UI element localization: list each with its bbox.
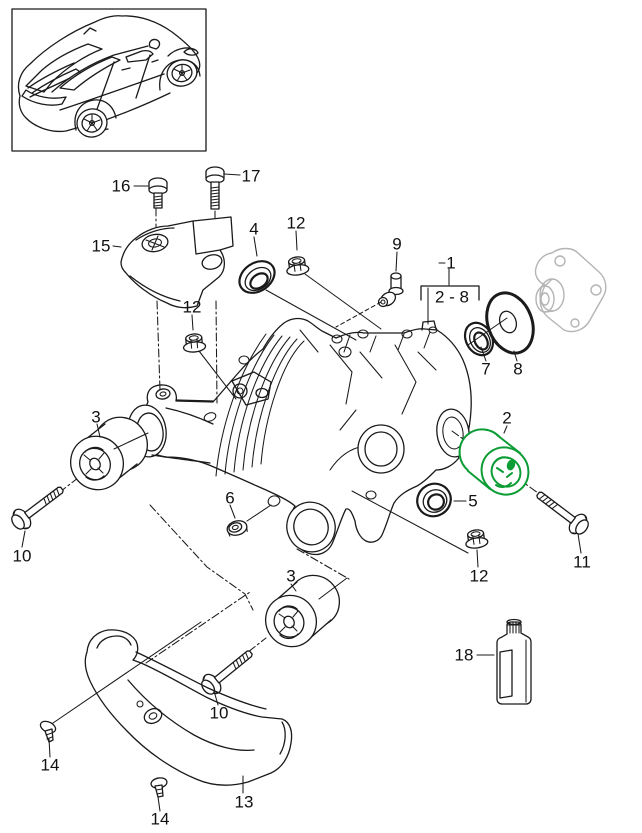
part-bushing-2-selected[interactable] bbox=[450, 420, 538, 504]
part-label-10a[interactable]: 10 bbox=[12, 546, 32, 566]
rear-wheel bbox=[76, 108, 108, 138]
front-wheel bbox=[166, 59, 198, 87]
part-bushing-3-upper[interactable] bbox=[60, 407, 158, 500]
part-bolt-16[interactable] bbox=[148, 177, 168, 209]
part-label-7[interactable]: 7 bbox=[481, 359, 491, 379]
part-label-5[interactable]: 5 bbox=[468, 491, 478, 511]
part-bushing-3-lower[interactable] bbox=[255, 565, 349, 657]
part-label-2[interactable]: 2 bbox=[502, 408, 512, 428]
part-cover-13[interactable] bbox=[84, 629, 293, 786]
part-oil-bottle-18[interactable] bbox=[496, 618, 532, 705]
part-screw-14-left[interactable] bbox=[39, 719, 58, 743]
part-label-15[interactable]: 15 bbox=[91, 236, 111, 256]
part-speed-sensor-9[interactable] bbox=[377, 272, 404, 309]
part-bolt-17[interactable] bbox=[205, 166, 225, 210]
part-screw-14-bottom[interactable] bbox=[150, 777, 168, 798]
part-bolt-11[interactable] bbox=[531, 485, 592, 539]
part-label-16[interactable]: 16 bbox=[111, 176, 131, 196]
part-label-14a[interactable]: 14 bbox=[40, 755, 60, 775]
part-nut-12-top[interactable] bbox=[285, 256, 310, 277]
part-label-6[interactable]: 6 bbox=[225, 488, 235, 508]
part-nut-12-mid[interactable] bbox=[182, 333, 207, 353]
ghost-drive-flange bbox=[534, 247, 607, 333]
part-label-11[interactable]: 11 bbox=[573, 552, 591, 572]
part-support-bracket[interactable] bbox=[120, 216, 234, 309]
part-label-13[interactable]: 13 bbox=[234, 792, 254, 812]
part-label-9[interactable]: 9 bbox=[392, 234, 402, 254]
part-label-8[interactable]: 8 bbox=[513, 359, 523, 379]
part-label-12a[interactable]: 12 bbox=[286, 213, 306, 233]
part-label-14b[interactable]: 14 bbox=[150, 809, 170, 829]
part-seal-5[interactable] bbox=[411, 478, 456, 523]
part-label-3b[interactable]: 3 bbox=[286, 566, 296, 586]
part-label-4[interactable]: 4 bbox=[249, 219, 259, 239]
part-seal-4[interactable] bbox=[233, 255, 280, 300]
part-label-18[interactable]: 18 bbox=[454, 645, 474, 665]
part-label-3a[interactable]: 3 bbox=[91, 407, 101, 427]
part-label-12c[interactable]: 12 bbox=[469, 566, 489, 586]
part-plug-6[interactable] bbox=[226, 519, 249, 538]
part-bolt-10-lower[interactable] bbox=[197, 644, 257, 699]
part-nut-12-bottom[interactable] bbox=[464, 529, 489, 550]
part-bolt-10-upper[interactable] bbox=[7, 480, 68, 534]
part-differential-housing[interactable] bbox=[125, 317, 473, 560]
part-label-17[interactable]: 17 bbox=[241, 166, 261, 186]
part-label-10b[interactable]: 10 bbox=[209, 703, 229, 723]
part-washer-8[interactable] bbox=[479, 286, 542, 359]
part-label-1[interactable]: 1 bbox=[446, 253, 456, 273]
vehicle-thumbnail bbox=[11, 8, 207, 152]
part-label-2-8[interactable]: 2 - 8 bbox=[434, 287, 470, 307]
part-label-12b[interactable]: 12 bbox=[182, 297, 202, 317]
leader-lines bbox=[21, 173, 582, 812]
